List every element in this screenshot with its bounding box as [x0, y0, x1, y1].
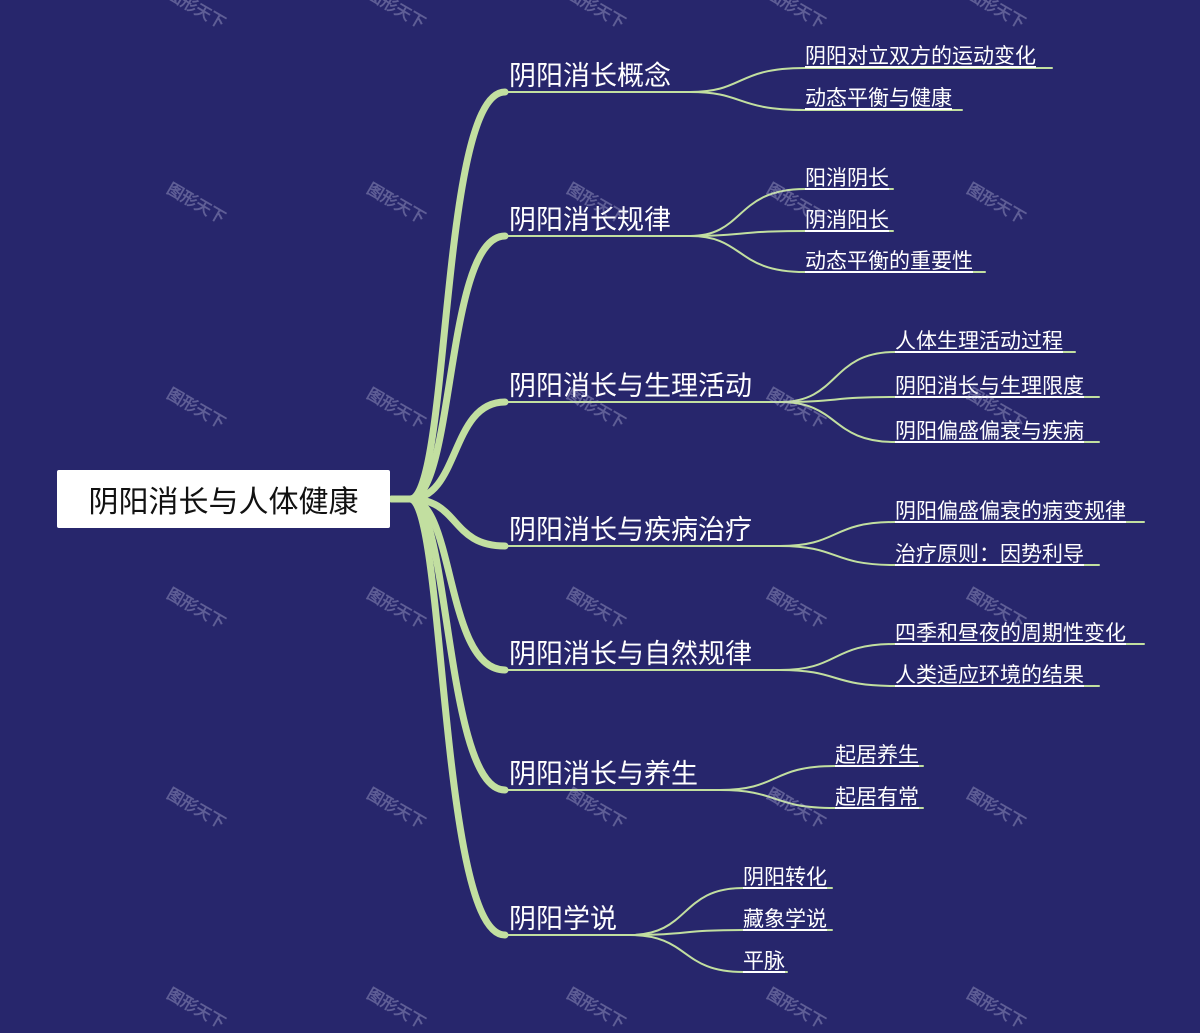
leaf-topic[interactable]: 人类适应环境的结果	[895, 663, 1084, 687]
leaf-topic[interactable]: 动态平衡与健康	[805, 86, 952, 110]
leaf-topic[interactable]: 人体生理活动过程	[895, 329, 1063, 353]
branch-yinyang-theory[interactable]: 阴阳学说	[509, 904, 617, 935]
root-topic-label: 阴阳消长与人体健康	[88, 485, 359, 520]
branch-concept[interactable]: 阴阳消长概念	[509, 61, 671, 92]
leaf-topic[interactable]: 藏象学说	[743, 907, 827, 931]
leaf-topic[interactable]: 起居有常	[835, 785, 919, 809]
leaf-topic[interactable]: 四季和昼夜的周期性变化	[895, 621, 1126, 645]
leaf-topic[interactable]: 阴阳偏盛偏衰与疾病	[895, 419, 1084, 443]
leaf-topic[interactable]: 平脉	[743, 949, 785, 973]
branch-treatment[interactable]: 阴阳消长与疾病治疗	[509, 515, 752, 546]
leaf-topic[interactable]: 治疗原则：因势利导	[895, 542, 1084, 566]
leaf-topic[interactable]: 阴消阳长	[805, 208, 889, 232]
branch-health-care[interactable]: 阴阳消长与养生	[509, 759, 698, 790]
branch-physiology[interactable]: 阴阳消长与生理活动	[509, 371, 752, 402]
leaf-topic[interactable]: 阴阳转化	[743, 865, 827, 889]
leaf-topic[interactable]: 起居养生	[835, 743, 919, 767]
branch-nature[interactable]: 阴阳消长与自然规律	[509, 639, 752, 670]
leaf-topic[interactable]: 阳消阴长	[805, 166, 889, 190]
leaf-topic[interactable]: 阴阳偏盛偏衰的病变规律	[895, 499, 1126, 523]
root-topic[interactable]: 阴阳消长与人体健康	[57, 470, 390, 528]
leaf-topic[interactable]: 阴阳对立双方的运动变化	[805, 44, 1036, 68]
leaf-topic[interactable]: 动态平衡的重要性	[805, 249, 973, 273]
leaf-topic[interactable]: 阴阳消长与生理限度	[895, 374, 1084, 398]
branch-rules[interactable]: 阴阳消长规律	[509, 205, 671, 236]
